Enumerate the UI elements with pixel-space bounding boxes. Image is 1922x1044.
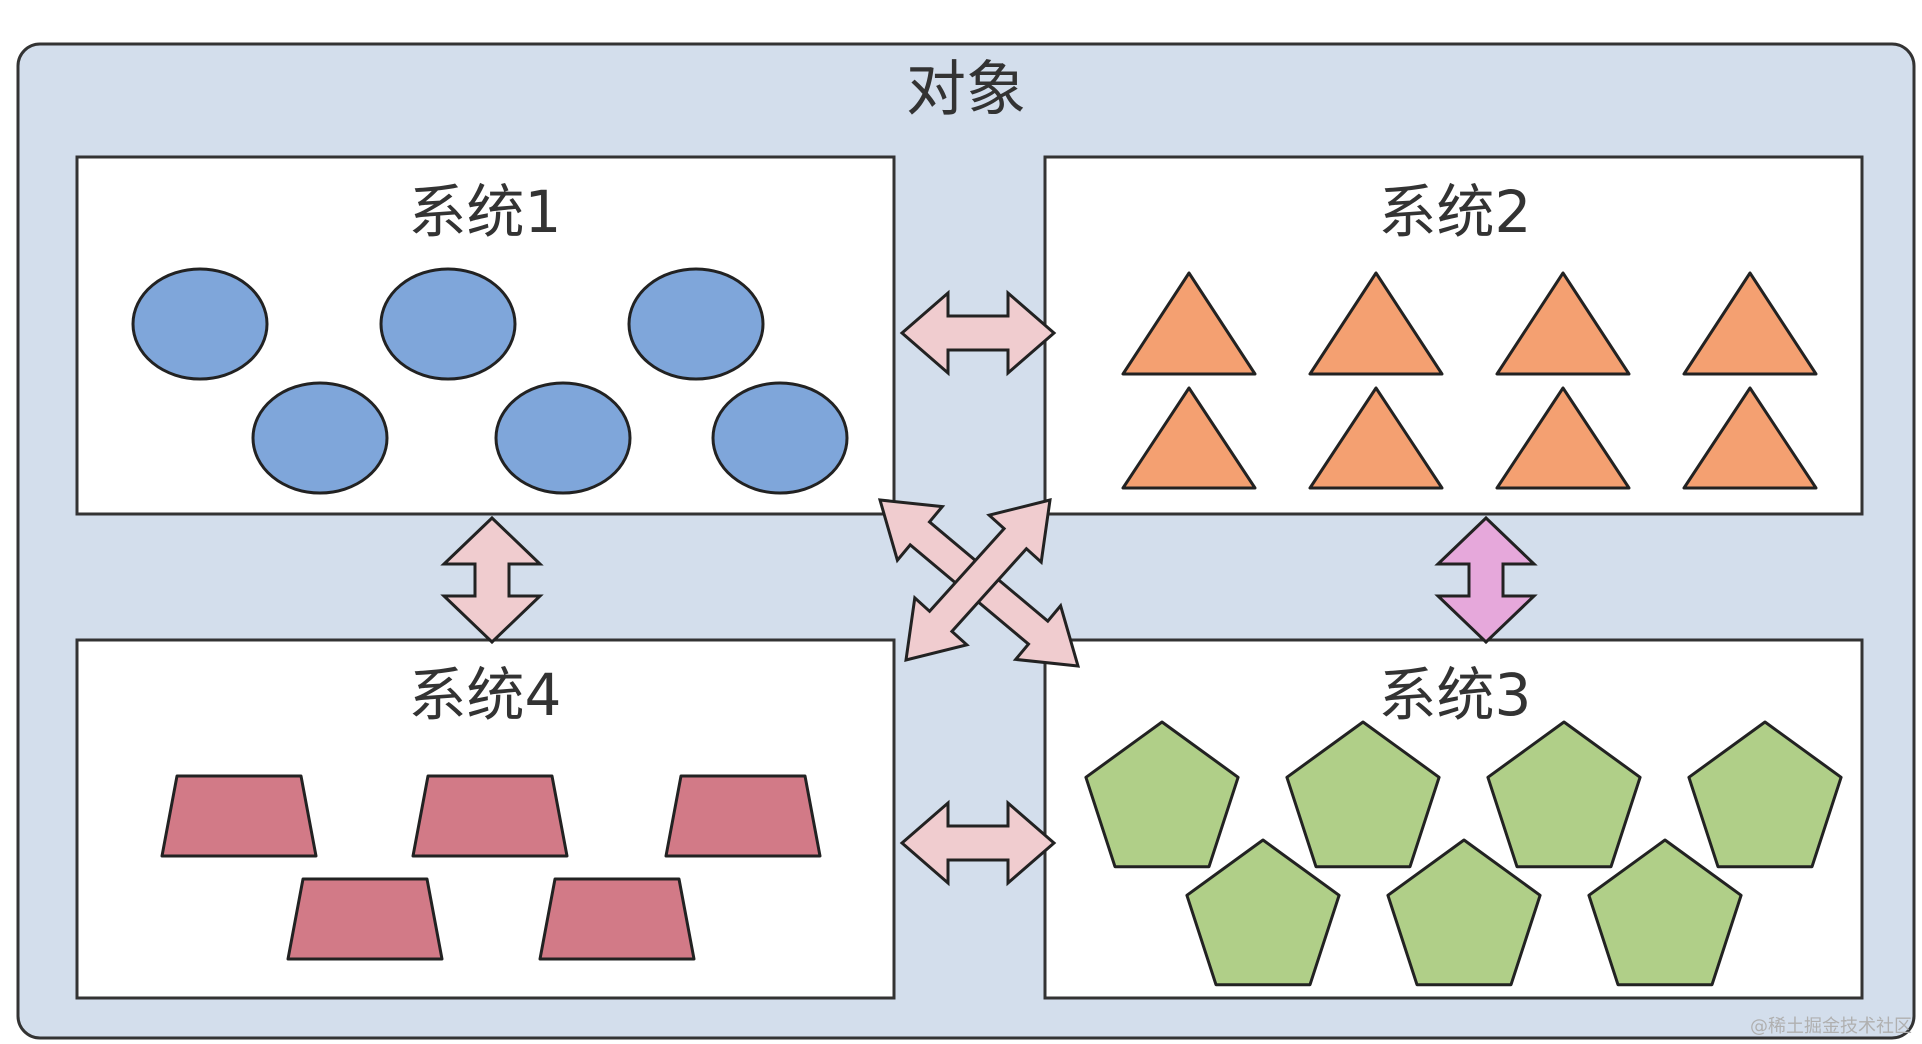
pentagon-shape-5: [1185, 838, 1341, 987]
system-1-box: 系统1: [75, 155, 896, 516]
system-2-label: 系统2: [1379, 178, 1532, 246]
trapezoid-shape-5: [538, 877, 696, 961]
system-3-box: 系统3: [1043, 638, 1864, 1000]
circle-shape-3: [627, 267, 765, 381]
outer-title: 对象: [906, 55, 1026, 125]
triangle-shape-6: [1308, 386, 1444, 490]
system-1-label: 系统1: [409, 178, 562, 246]
system-2-box: 系统2: [1043, 155, 1864, 516]
system-2-shapes: [1121, 271, 1818, 490]
system-4-shapes: [160, 774, 822, 961]
circle-shape-6: [711, 381, 849, 495]
system-3-label: 系统3: [1379, 661, 1532, 729]
pentagon-shape-1: [1084, 720, 1240, 869]
triangle-shape-1: [1121, 271, 1257, 376]
triangle-shape-7: [1495, 386, 1631, 490]
system-3-shapes: [1084, 720, 1843, 987]
arrow-system2-system4: [904, 498, 1052, 662]
circle-shape-4: [251, 381, 389, 495]
pentagon-shape-2: [1285, 720, 1441, 869]
pentagon-shape-6: [1386, 838, 1542, 987]
trapezoid-shape-4: [286, 877, 444, 961]
arrow-system1-system2: [899, 289, 1057, 377]
system-4-label: 系统4: [409, 661, 562, 729]
arrow-system4-system3: [899, 799, 1057, 887]
triangle-shape-5: [1121, 386, 1257, 490]
triangle-shape-3: [1495, 271, 1631, 376]
trapezoid-shape-1: [160, 774, 318, 858]
pentagon-shape-3: [1486, 720, 1642, 869]
pentagon-shape-4: [1687, 720, 1843, 869]
circle-shape-2: [379, 267, 517, 381]
triangle-shape-8: [1682, 386, 1818, 490]
circle-shape-5: [494, 381, 632, 495]
trapezoid-shape-3: [664, 774, 822, 858]
system-1-shapes: [131, 267, 849, 495]
trapezoid-shape-2: [411, 774, 569, 858]
arrow-system1-system4: [440, 515, 544, 645]
connection-arrows: [440, 289, 1538, 887]
triangle-shape-4: [1682, 271, 1818, 376]
pentagon-shape-7: [1587, 838, 1743, 987]
watermark: @稀土掘金技术社区: [1750, 1016, 1912, 1037]
circle-shape-1: [131, 267, 269, 381]
triangle-shape-2: [1308, 271, 1444, 376]
arrow-system2-system3: [1434, 515, 1538, 645]
system-4-box: 系统4: [75, 638, 896, 1000]
